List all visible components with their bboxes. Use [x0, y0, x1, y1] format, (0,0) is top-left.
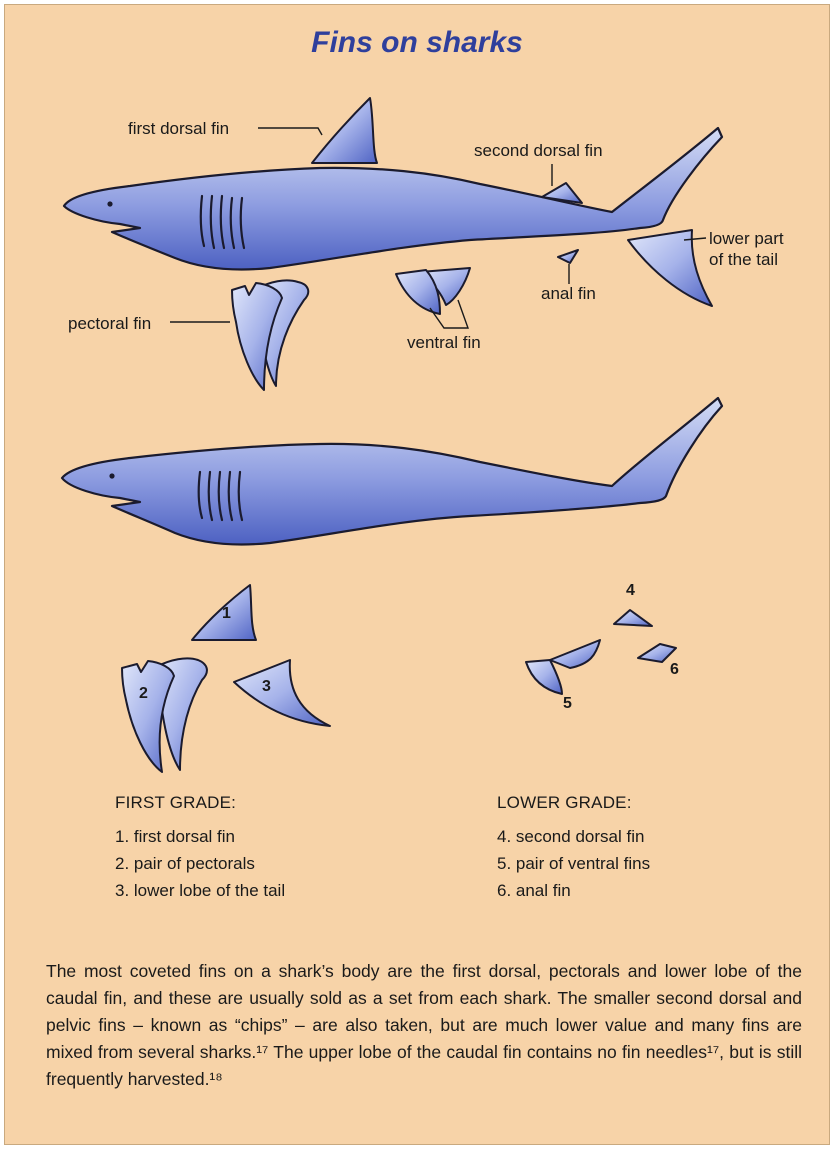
number-5: 5: [563, 695, 572, 712]
number-2: 2: [139, 685, 148, 702]
lower-grade-item: 6. anal fin: [497, 877, 650, 904]
label-ventral: ventral fin: [407, 333, 481, 352]
first-dorsal-fin: [312, 98, 377, 163]
number-6: 6: [670, 661, 679, 678]
caption-paragraph: The most coveted fins on a shark’s body …: [46, 958, 802, 1093]
shark-eye: [107, 201, 112, 206]
shark-body-bottom: [62, 398, 722, 545]
shark-complete: first dorsal fin second dorsal fin lower…: [64, 98, 784, 390]
anal-fin: [558, 250, 578, 263]
number-1: 1: [222, 605, 231, 622]
first-grade-item: 1. first dorsal fin: [115, 823, 285, 850]
first-grade-list: FIRST GRADE: 1. first dorsal fin 2. pair…: [115, 793, 285, 904]
loose-ventral-front: [526, 660, 562, 694]
lower-grade-list: LOWER GRADE: 4. second dorsal fin 5. pai…: [497, 793, 650, 904]
label-anal: anal fin: [541, 284, 596, 303]
number-3: 3: [262, 678, 271, 695]
shark-finless: [62, 398, 722, 545]
first-grade-item: 2. pair of pectorals: [115, 850, 285, 877]
first-grade-item: 3. lower lobe of the tail: [115, 877, 285, 904]
label-lower-tail-1: lower part: [709, 229, 784, 248]
number-4: 4: [626, 582, 635, 599]
label-first-dorsal: first dorsal fin: [128, 119, 229, 138]
label-lower-tail-2: of the tail: [709, 250, 778, 269]
shark-eye: [109, 473, 114, 478]
loose-second-dorsal: [614, 610, 652, 626]
loose-ventral-rear: [550, 640, 600, 668]
label-second-dorsal: second dorsal fin: [474, 141, 603, 160]
lower-tail-lobe: [628, 230, 712, 306]
lower-grade-item: 4. second dorsal fin: [497, 823, 650, 850]
label-pectoral: pectoral fin: [68, 314, 151, 333]
loose-fins: 1 2 3 4 5 6: [122, 582, 679, 772]
lower-grade-heading: LOWER GRADE:: [497, 793, 650, 813]
loose-lower-tail: [234, 660, 330, 726]
lower-grade-item: 5. pair of ventral fins: [497, 850, 650, 877]
first-grade-heading: FIRST GRADE:: [115, 793, 285, 813]
loose-anal: [638, 644, 676, 662]
shark-body-top: [64, 128, 722, 270]
